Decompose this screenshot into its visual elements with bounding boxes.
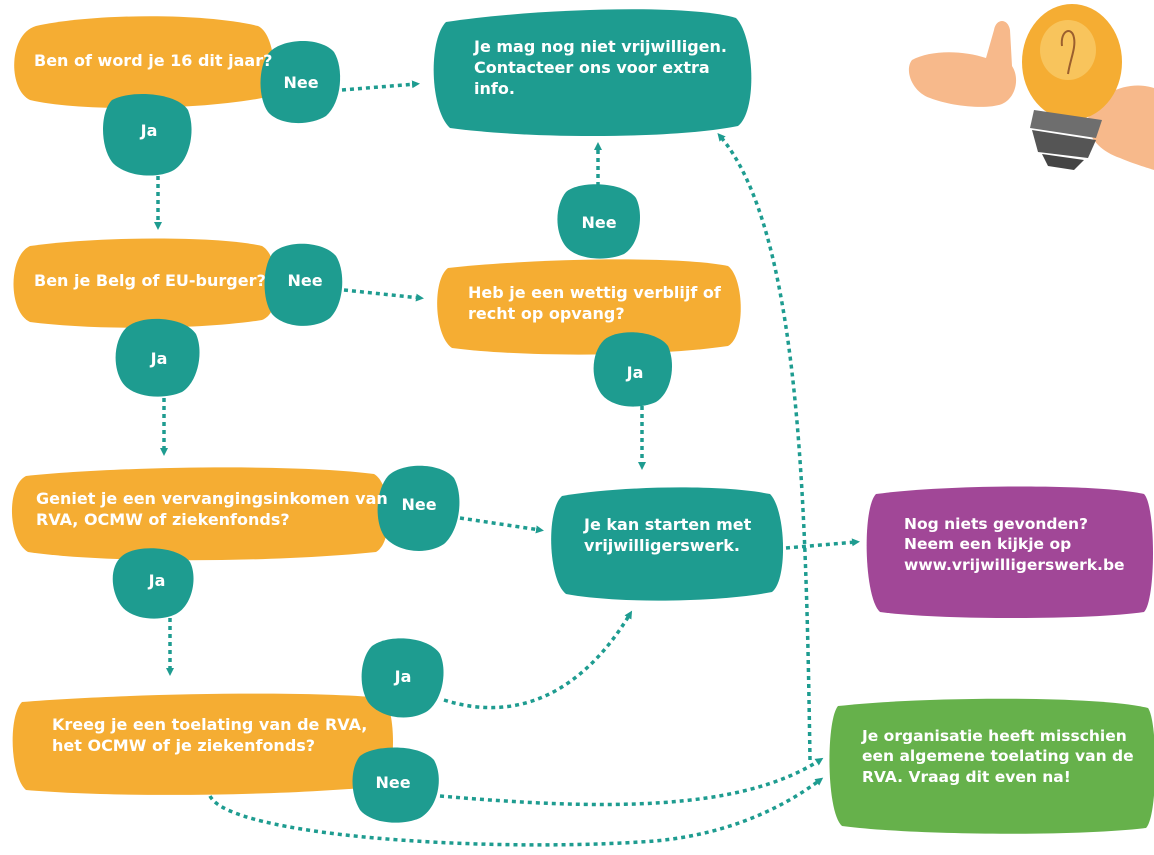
hands-lightbulb-icon xyxy=(908,4,1154,170)
answer-ja1-label: Ja xyxy=(140,121,158,140)
end-not-yet-box xyxy=(433,9,752,137)
answer-blob-ja4 xyxy=(361,638,444,718)
answer-nee3-label: Nee xyxy=(401,495,437,514)
end-start-label: Je kan starten met vrijwilligerswerk. xyxy=(584,515,752,556)
end-website-box xyxy=(866,486,1153,618)
end-start-box xyxy=(551,487,784,601)
answer-ja5-label: Ja xyxy=(626,363,644,382)
answer-nee4-label: Nee xyxy=(375,773,411,792)
question-16-label: Ben of word je 16 dit jaar? xyxy=(34,51,273,70)
question-belg-label: Ben je Belg of EU-burger? xyxy=(34,271,266,290)
answer-blob-nee5 xyxy=(557,184,640,259)
arrow-nee4-to-algemeen xyxy=(439,757,824,807)
answer-blob-ja3 xyxy=(112,548,194,619)
answer-blob-nee1 xyxy=(260,40,341,124)
question-inkomen-box xyxy=(11,467,389,561)
arrow-nee3-to-start xyxy=(459,516,544,534)
question-verblijf-label: Heb je een wettig verblijf of recht op o… xyxy=(468,283,721,324)
arrow-ja4-to-start xyxy=(443,610,633,710)
connector-arrows xyxy=(154,80,860,847)
answer-nee1-label: Nee xyxy=(283,73,319,92)
end-algemeen-label: Je organisatie heeft misschien een algem… xyxy=(862,727,1134,786)
answer-nee2-label: Nee xyxy=(287,271,323,290)
answer-blob-ja1 xyxy=(103,94,192,176)
question-toelating-label: Kreeg je een toelating van de RVA, het O… xyxy=(52,715,368,756)
question-belg-box xyxy=(13,238,278,328)
answer-ja4-label: Ja xyxy=(394,667,412,686)
answer-blob-nee3 xyxy=(377,465,460,551)
answer-blob-ja2 xyxy=(115,318,200,397)
end-algemeen-box xyxy=(829,698,1154,834)
answer-blob-nee4 xyxy=(352,747,439,823)
end-website-label: Nog niets gevonden? Neem een kijkje op w… xyxy=(904,515,1125,574)
arrow-loop-to-notyet xyxy=(717,132,812,761)
answer-ja2-label: Ja xyxy=(150,349,168,368)
question-16-box xyxy=(14,16,274,109)
answer-nee5-label: Nee xyxy=(581,213,617,232)
end-not-yet-label: Je mag nog niet vrijwilligen. Contacteer… xyxy=(474,37,727,99)
answer-ja3-label: Ja xyxy=(148,571,166,590)
arrow-start-to-website xyxy=(785,538,860,550)
arrow-nee1-to-notyet xyxy=(341,80,420,92)
answer-blob-nee2 xyxy=(264,243,343,326)
question-verblijf-box xyxy=(437,259,741,355)
question-toelating-box xyxy=(12,693,393,795)
answer-blob-ja5 xyxy=(593,332,672,407)
arrow-bottom-loop xyxy=(208,777,824,847)
question-inkomen-label: Geniet je een vervangingsinkomen van RVA… xyxy=(36,489,388,530)
arrow-nee2-to-verblijf xyxy=(343,288,424,302)
